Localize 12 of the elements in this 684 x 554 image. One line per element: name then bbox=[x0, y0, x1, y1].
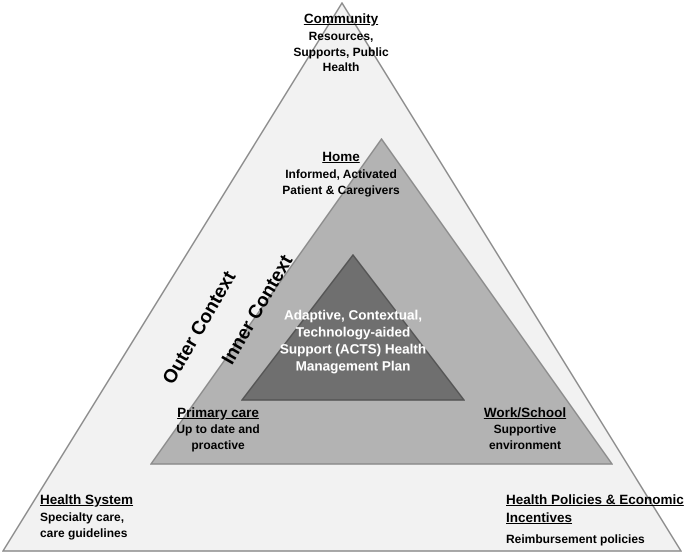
section-description: Informed, Activated Patient & Caregivers bbox=[281, 167, 401, 198]
section-heading: Community bbox=[302, 10, 380, 28]
section-heading: Health Policies & Economic Incentives bbox=[506, 491, 684, 526]
section-heading: Health System bbox=[40, 491, 134, 509]
section-heading: Work/School bbox=[482, 404, 568, 422]
section-heading: Home bbox=[321, 148, 361, 166]
section-description: Up to date and proactive bbox=[175, 422, 261, 454]
section-description: Specialty care, care guidelines bbox=[40, 510, 128, 542]
section-description: Supportive environment bbox=[488, 422, 562, 454]
section-description: Reimbursement policies bbox=[506, 532, 646, 548]
section-description: Resources, Supports, Public Health bbox=[292, 29, 390, 76]
section-heading: Primary care bbox=[176, 404, 260, 422]
